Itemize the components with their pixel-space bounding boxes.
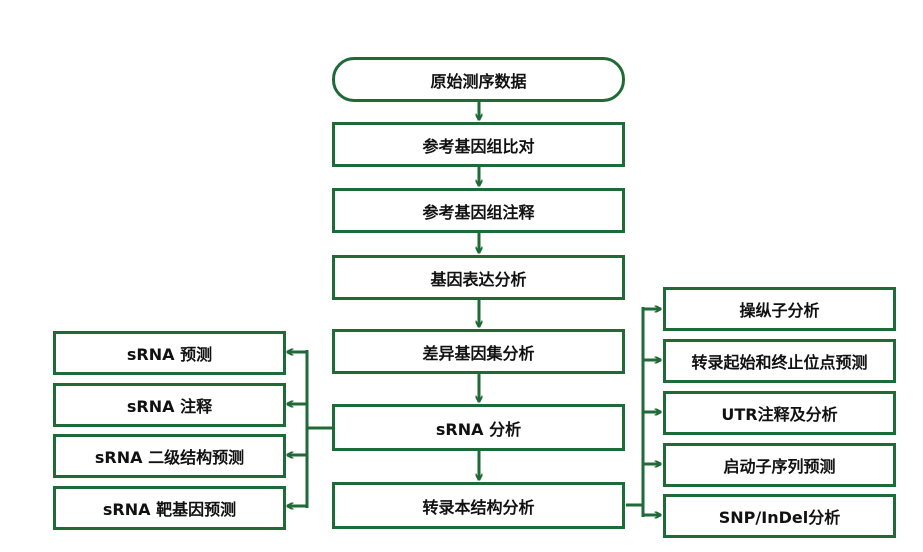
node-srna-annot: sRNA 注释 <box>53 383 286 427</box>
node-srna: sRNA 分析 <box>332 404 625 451</box>
node-operon: 操纵子分析 <box>663 287 896 331</box>
node-expression: 基因表达分析 <box>332 255 625 300</box>
node-srna-target: sRNA 靶基因预测 <box>53 486 286 530</box>
node-snp: SNP/InDel分析 <box>663 494 896 538</box>
node-raw-data: 原始测序数据 <box>332 57 625 102</box>
node-utr: UTR注释及分析 <box>663 391 896 435</box>
node-annotation: 参考基因组注释 <box>332 188 625 233</box>
node-promoter: 启动子序列预测 <box>663 443 896 487</box>
node-srna-secondary: sRNA 二级结构预测 <box>53 434 286 478</box>
node-diff: 差异基因集分析 <box>332 329 625 374</box>
node-alignment: 参考基因组比对 <box>332 122 625 167</box>
node-transcript: 转录本结构分析 <box>332 482 625 529</box>
node-tss-tts: 转录起始和终止位点预测 <box>663 339 896 383</box>
node-srna-predict: sRNA 预测 <box>53 331 286 375</box>
